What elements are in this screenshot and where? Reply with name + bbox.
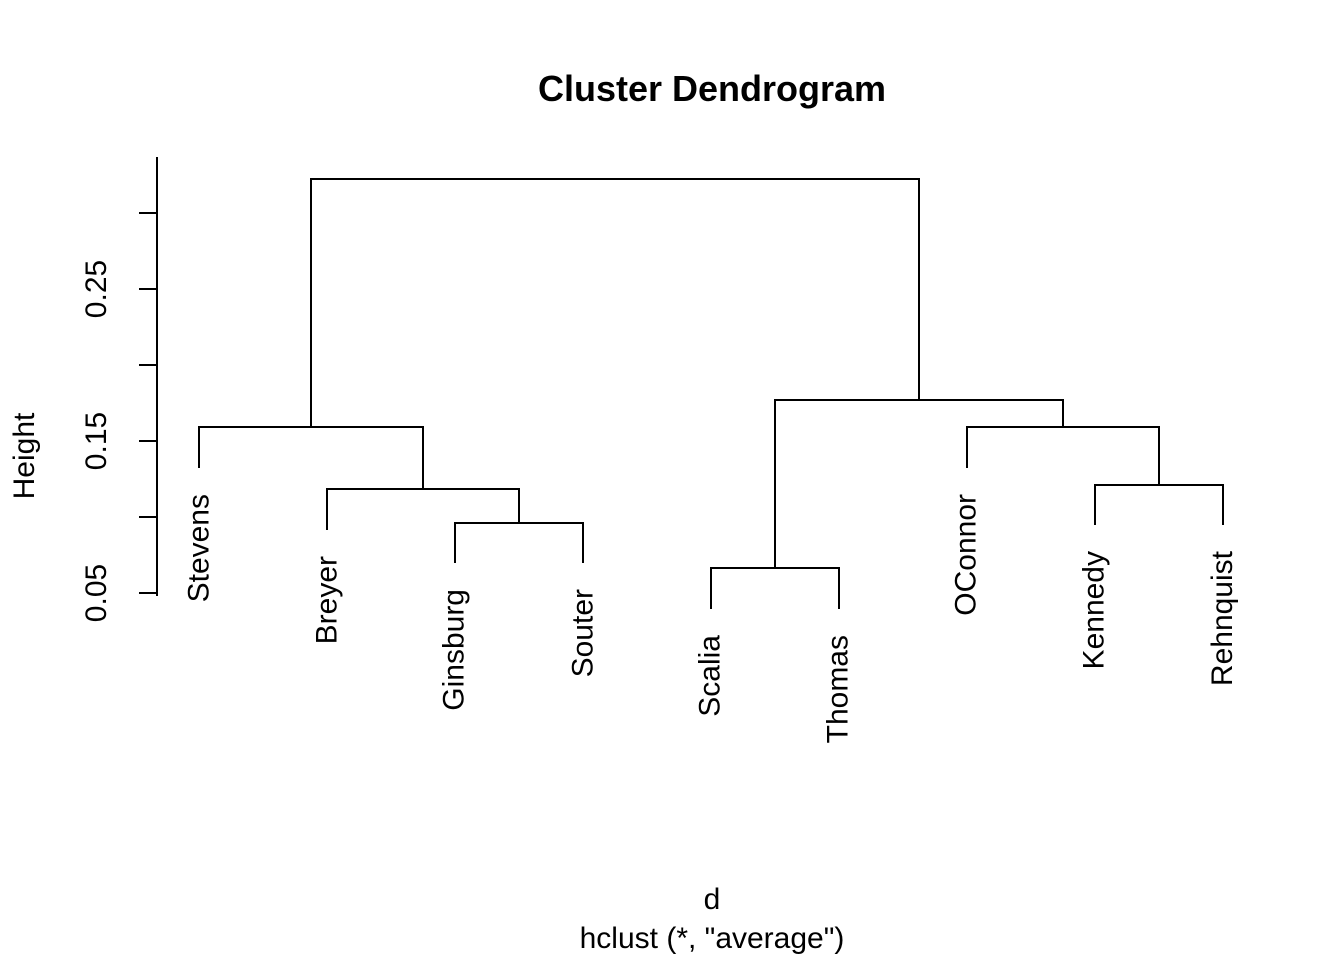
leaf-label: Rehnquist xyxy=(1205,551,1239,687)
y-axis-tick xyxy=(138,439,157,442)
merge-link xyxy=(309,178,920,181)
y-axis-line xyxy=(155,157,158,596)
plot-title: Cluster Dendrogram xyxy=(537,68,887,109)
cluster-link xyxy=(773,398,776,570)
cluster-link xyxy=(1061,398,1064,429)
leaf-stem xyxy=(198,426,200,468)
leaf-stem xyxy=(709,567,712,609)
y-axis-tick xyxy=(138,591,157,594)
cluster-link xyxy=(309,178,312,428)
leaf-label: Thomas xyxy=(821,634,855,744)
y-axis-tick xyxy=(138,515,157,518)
leaf-label: Scalia xyxy=(693,634,727,717)
leaf-stem xyxy=(1093,483,1096,526)
leaf-stem xyxy=(325,488,328,530)
leaf-label: OConnor xyxy=(949,493,983,616)
leaf-label: Kennedy xyxy=(1077,551,1111,670)
cluster-link xyxy=(1157,426,1160,486)
leaf-label: Stevens xyxy=(182,493,215,602)
leaf-stem xyxy=(581,521,584,564)
leaf-stem xyxy=(1221,483,1224,526)
x-axis-label-method: hclust (*, "average") xyxy=(579,922,845,955)
leaf-stem xyxy=(965,426,968,468)
leaf-label: Ginsburg xyxy=(437,589,471,712)
x-axis-label-data: d xyxy=(703,883,721,916)
leaf-stem xyxy=(453,521,456,564)
y-axis-tick xyxy=(138,287,157,290)
leaf-label: Breyer xyxy=(309,555,343,645)
cluster-link xyxy=(517,488,520,524)
y-axis-title: Height xyxy=(8,412,41,500)
leaf-stem xyxy=(837,567,840,609)
leaf-label: Souter xyxy=(565,589,599,678)
y-tick-label: 0.25 xyxy=(80,259,113,318)
y-axis-tick xyxy=(138,211,157,214)
cluster-link xyxy=(917,178,920,401)
y-axis-tick xyxy=(138,363,157,366)
cluster-link xyxy=(421,426,424,491)
